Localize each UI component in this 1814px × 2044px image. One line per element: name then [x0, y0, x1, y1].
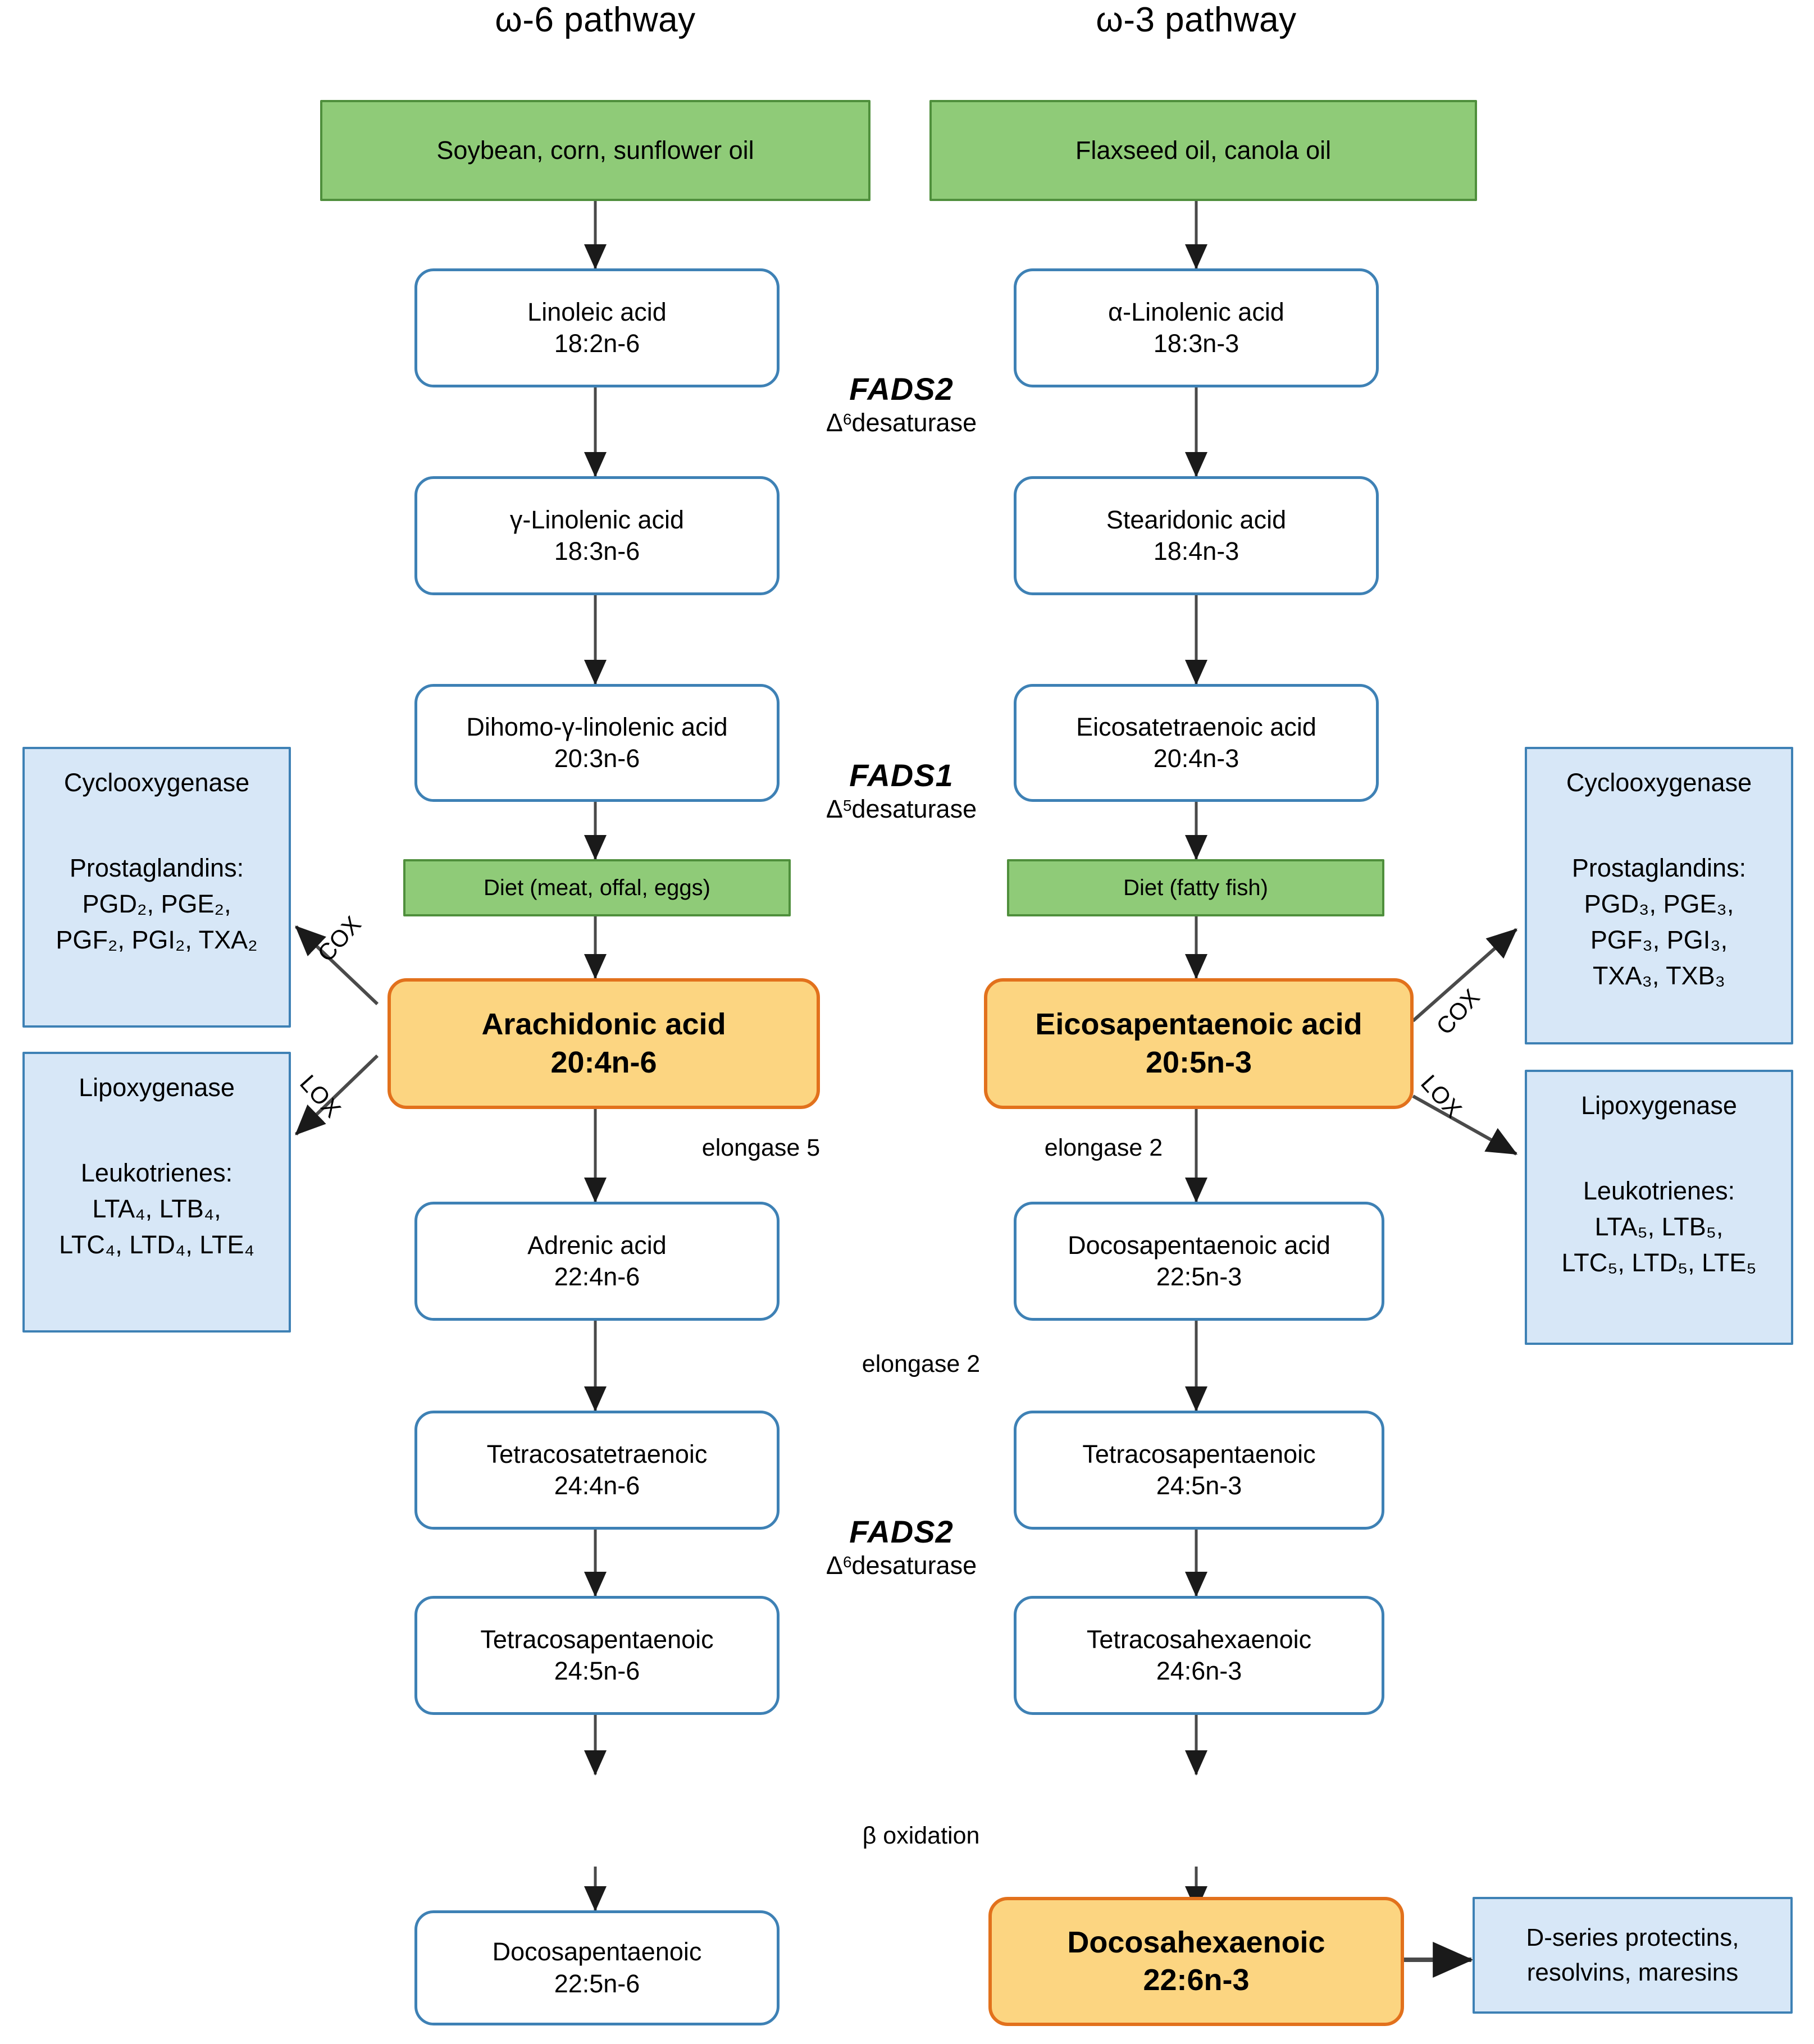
- cox-enzyme-label: Cyclooxygenase: [63, 768, 250, 797]
- node-tetracosapentaenoic-n6: Tetracosapentaenoic 24:5n-6: [414, 1596, 780, 1715]
- node-stearidonic-acid: Stearidonic acid 18:4n-3: [1014, 476, 1379, 595]
- node-eicosapentaenoic-acid: Eicosapentaenoic acid 20:5n-3: [984, 978, 1414, 1109]
- node-name: Dihomo-γ-linolenic acid: [466, 712, 728, 741]
- node-dihomo-gamma-linolenic-acid: Dihomo-γ-linolenic acid 20:3n-6: [414, 684, 780, 802]
- node-code: 18:4n-3: [1153, 537, 1239, 565]
- node-gamma-linolenic-acid: γ-Linolenic acid 18:3n-6: [414, 476, 780, 595]
- node-tetracosatetraenoic: Tetracosatetraenoic 24:4n-6: [414, 1411, 780, 1530]
- omega3-diet-box: Diet (fatty fish): [1007, 859, 1384, 916]
- node-alpha-linolenic-acid: α-Linolenic acid 18:3n-3: [1014, 268, 1379, 387]
- node-eicosatetraenoic-acid: Eicosatetraenoic acid 20:4n-3: [1014, 684, 1379, 802]
- enzyme-label-fads1: FADS1 Δ5desaturase: [814, 757, 988, 824]
- cox-products-line-3: TXA₃, TXB₃: [1593, 961, 1725, 990]
- omega3-cox-products-box: Cyclooxygenase Prostaglandins: PGD₃, PGE…: [1525, 747, 1793, 1044]
- node-linoleic-acid: Linoleic acid 18:2n-6: [414, 268, 780, 387]
- lox-enzyme-label: Lipoxygenase: [1581, 1091, 1737, 1120]
- cox-products-line-1: PGD₂, PGE₂,: [82, 889, 231, 918]
- omega6-lox-products-box: Lipoxygenase Leukotrienes: LTA₄, LTB₄, L…: [22, 1052, 291, 1333]
- cox-products-line-2: PGF₃, PGI₃,: [1590, 925, 1728, 954]
- node-name: Arachidonic acid: [481, 1007, 726, 1041]
- enzyme-label-elongase5: elongase 5: [701, 1134, 821, 1161]
- lox-enzyme-label: Lipoxygenase: [79, 1073, 235, 1102]
- gene-name: FADS1: [849, 758, 954, 793]
- omega3-diet-label: Diet (fatty fish): [1123, 875, 1268, 900]
- enzyme-function: Δ6desaturase: [826, 408, 977, 437]
- node-name: γ-Linolenic acid: [509, 505, 685, 534]
- node-name: Stearidonic acid: [1106, 505, 1287, 534]
- omega6-diet-box: Diet (meat, offal, eggs): [403, 859, 791, 916]
- omega6-diet-label: Diet (meat, offal, eggs): [484, 875, 710, 900]
- enzyme-label-elongase2-right: elongase 2: [1044, 1134, 1163, 1161]
- enzyme-function: Δ5desaturase: [826, 795, 977, 823]
- cox-products-title: Prostaglandins:: [1571, 853, 1747, 882]
- lox-products-line-1: LTA₅, LTB₅,: [1594, 1212, 1724, 1241]
- enzyme-label-fads2-top: FADS2 Δ6desaturase: [814, 371, 988, 437]
- node-code: 18:3n-3: [1153, 329, 1239, 358]
- node-docosahexaenoic: Docosahexaenoic 22:6n-3: [988, 1897, 1404, 2026]
- gene-name: FADS2: [849, 371, 954, 407]
- node-code: 20:5n-3: [1145, 1045, 1252, 1079]
- omega6-lox-label: LOX: [295, 1070, 347, 1123]
- node-code: 22:5n-6: [554, 1969, 640, 1998]
- lox-products-line-1: LTA₄, LTB₄,: [92, 1194, 221, 1223]
- node-arachidonic-acid: Arachidonic acid 20:4n-6: [388, 978, 820, 1109]
- node-code: 22:5n-3: [1156, 1262, 1242, 1291]
- omega3-lox-label: LOX: [1416, 1070, 1467, 1123]
- node-name: Docosahexaenoic: [1067, 1925, 1325, 1959]
- lox-products-line-2: LTC₄, LTD₄, LTE₄: [59, 1230, 254, 1259]
- node-name: α-Linolenic acid: [1108, 297, 1284, 326]
- lox-products-title: Leukotrienes:: [1583, 1176, 1735, 1205]
- node-code: 22:4n-6: [554, 1262, 640, 1291]
- node-docosapentaenoic-n6: Docosapentaenoic 22:5n-6: [414, 1910, 780, 2025]
- dha-products-box: D-series protectins, resolvins, maresins: [1473, 1897, 1793, 2014]
- omega3-pathway-header: ω-3 pathway: [1096, 1, 1297, 39]
- node-name: Linoleic acid: [527, 297, 667, 326]
- node-code: 18:2n-6: [554, 329, 640, 358]
- node-code: 24:5n-6: [554, 1657, 640, 1685]
- lox-products-title: Leukotrienes:: [80, 1158, 233, 1187]
- node-code: 20:4n-6: [550, 1045, 657, 1079]
- node-adrenic-acid: Adrenic acid 22:4n-6: [414, 1202, 780, 1321]
- node-name: Tetracosapentaenoic: [1082, 1439, 1316, 1468]
- enzyme-label-beta-oxidation: β oxidation: [862, 1822, 980, 1849]
- node-code: 20:3n-6: [554, 744, 640, 773]
- node-code: 18:3n-6: [554, 537, 640, 565]
- omega6-source-box: Soybean, corn, sunflower oil: [320, 100, 870, 201]
- gene-name: FADS2: [849, 1514, 954, 1549]
- node-name: Tetracosatetraenoic: [486, 1439, 708, 1468]
- lox-products-line-2: LTC₅, LTD₅, LTE₅: [1561, 1248, 1757, 1277]
- omega6-cox-label: COX: [312, 911, 366, 967]
- cox-products-line-2: PGF₂, PGI₂, TXA₂: [56, 925, 258, 954]
- cox-enzyme-label: Cyclooxygenase: [1566, 768, 1752, 797]
- omega6-source-label: Soybean, corn, sunflower oil: [436, 135, 754, 165]
- enzyme-label-elongase2-left: elongase 2: [862, 1350, 981, 1377]
- node-code: 24:5n-3: [1156, 1471, 1242, 1500]
- node-tetracosahexaenoic: Tetracosahexaenoic 24:6n-3: [1014, 1596, 1384, 1715]
- omega3-source-box: Flaxseed oil, canola oil: [929, 100, 1477, 201]
- enzyme-label-fads2-bottom: FADS2 Δ6desaturase: [814, 1513, 988, 1580]
- node-name: Docosapentaenoic acid: [1068, 1230, 1330, 1260]
- node-code: 24:4n-6: [554, 1471, 640, 1500]
- omega3-lox-products-box: Lipoxygenase Leukotrienes: LTA₅, LTB₅, L…: [1525, 1070, 1793, 1345]
- node-name: Tetracosahexaenoic: [1086, 1625, 1312, 1654]
- node-code: 20:4n-3: [1153, 744, 1239, 773]
- omega6-cox-products-box: Cyclooxygenase Prostaglandins: PGD₂, PGE…: [22, 747, 291, 1028]
- cox-products-line-1: PGD₃, PGE₃,: [1584, 889, 1734, 918]
- omega6-pathway-header: ω-6 pathway: [495, 1, 696, 39]
- node-code: 24:6n-3: [1156, 1657, 1242, 1685]
- node-name: Adrenic acid: [527, 1230, 667, 1260]
- node-code: 22:6n-3: [1143, 1963, 1250, 1997]
- node-docosapentaenoic-acid-n3: Docosapentaenoic acid 22:5n-3: [1014, 1202, 1384, 1321]
- node-name: Eicosatetraenoic acid: [1076, 712, 1316, 741]
- node-name: Eicosapentaenoic acid: [1035, 1007, 1362, 1041]
- omega3-source-label: Flaxseed oil, canola oil: [1075, 135, 1332, 165]
- enzyme-function: Δ6desaturase: [826, 1551, 977, 1580]
- dha-products-label: D-series protectins, resolvins, maresins: [1526, 1923, 1739, 1986]
- node-name: Tetracosapentaenoic: [480, 1625, 714, 1654]
- node-name: Docosapentaenoic: [492, 1937, 702, 1967]
- cox-products-title: Prostaglandins:: [69, 853, 244, 882]
- omega3-cox-label: COX: [1431, 984, 1485, 1040]
- node-tetracosapentaenoic-n3: Tetracosapentaenoic 24:5n-3: [1014, 1411, 1384, 1530]
